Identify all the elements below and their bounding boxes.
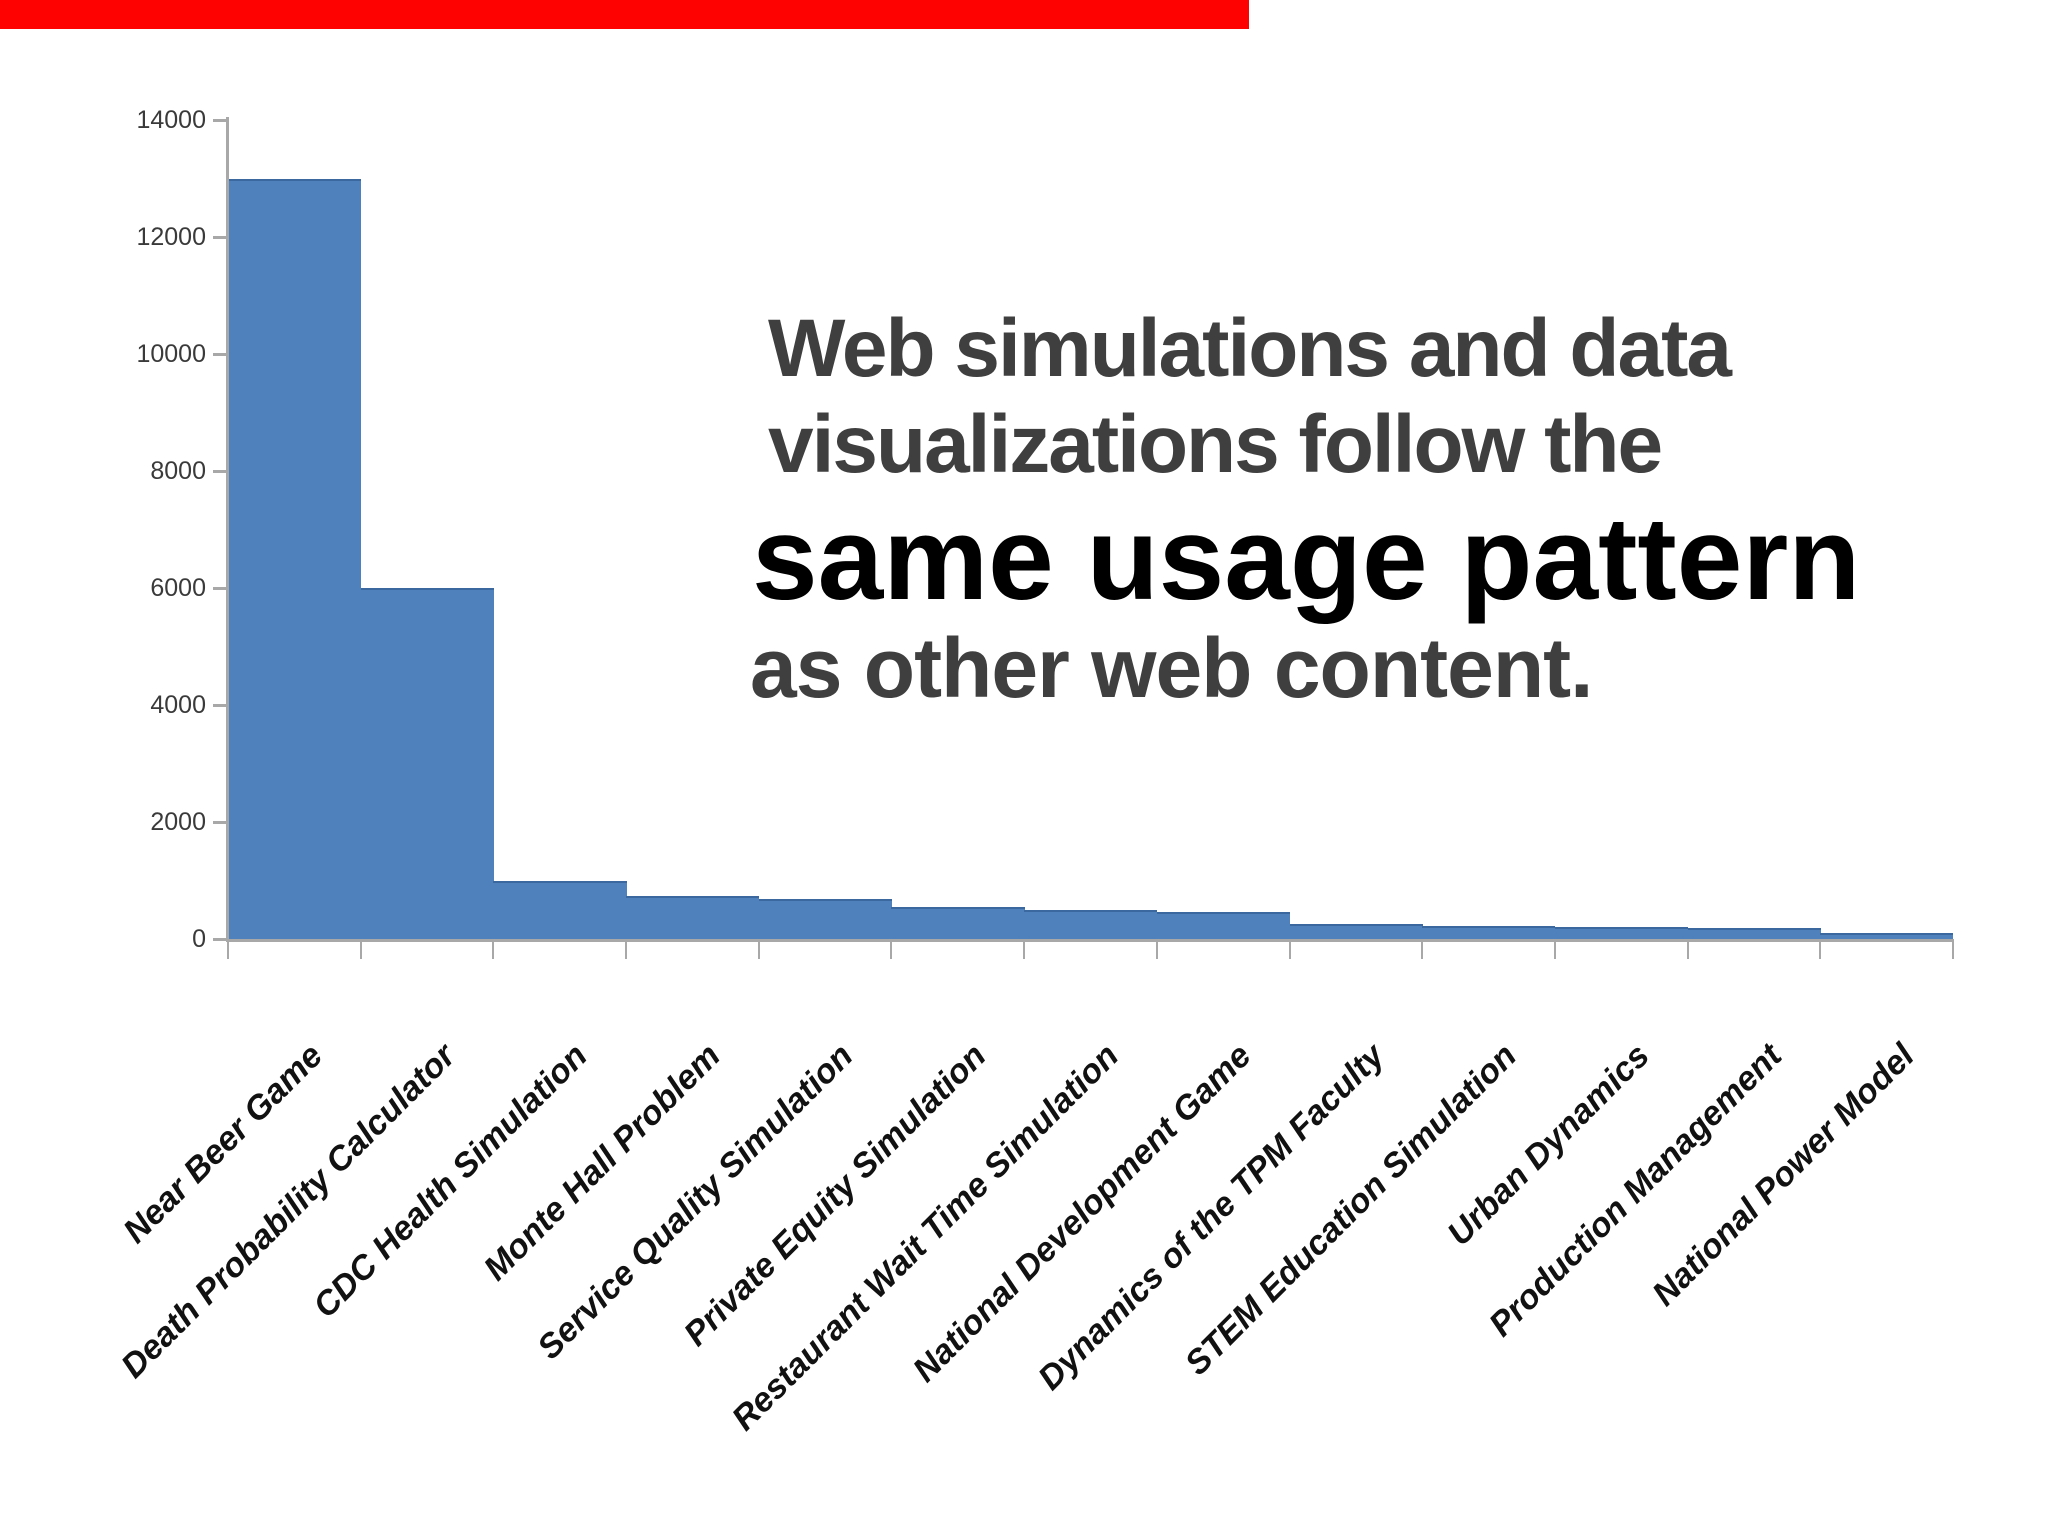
x-tick-mark (1686, 942, 1689, 959)
category-label: Monte Hall Problem (476, 1036, 728, 1288)
x-tick-mark (359, 942, 362, 959)
y-axis-line (226, 117, 229, 942)
bar-6 (891, 906, 1025, 939)
y-tick-mark (213, 236, 227, 239)
x-axis-line (226, 939, 1954, 942)
y-tick-mark (213, 119, 227, 122)
bar-12 (1687, 928, 1821, 939)
bar-1 (228, 178, 362, 939)
y-tick-label: 8000 (150, 457, 206, 485)
headline-line-2: visualizations follow the (768, 399, 1663, 490)
bar-5 (758, 899, 892, 939)
x-tick-mark (1819, 942, 1822, 959)
bar-9 (1289, 923, 1423, 939)
x-tick-mark (1553, 942, 1556, 959)
headline-emphasis: same usage pattern (752, 493, 1861, 625)
video-progress-bar[interactable] (0, 0, 1250, 29)
x-tick-mark (1155, 942, 1158, 959)
bar-10 (1422, 925, 1556, 939)
bar-7 (1024, 909, 1158, 939)
bar-2 (360, 588, 494, 939)
y-tick-label: 14000 (136, 106, 206, 134)
headline-line-1: Web simulations and data (768, 303, 1732, 394)
x-tick-mark (757, 942, 760, 959)
y-tick-label: 12000 (136, 223, 206, 251)
y-tick-label: 4000 (150, 691, 206, 719)
x-tick-mark (625, 942, 628, 959)
x-tick-mark (890, 942, 893, 959)
y-tick-label: 0 (192, 925, 206, 953)
bar-11 (1554, 927, 1689, 939)
category-label: National Power Model (1645, 1036, 1923, 1314)
x-tick-mark (1023, 942, 1026, 959)
y-tick-mark (213, 470, 227, 473)
x-tick-mark (1288, 942, 1291, 959)
headline-line-4: as other web content. (750, 621, 1593, 715)
y-tick-mark (213, 587, 227, 590)
y-tick-mark (213, 353, 227, 356)
bar-4 (626, 896, 760, 939)
y-tick-label: 10000 (136, 340, 206, 368)
y-tick-mark (213, 821, 227, 824)
y-tick-mark (213, 938, 227, 941)
x-tick-mark (227, 942, 229, 959)
bar-3 (493, 880, 627, 939)
bar-13 (1820, 932, 1954, 939)
x-tick-mark (1421, 942, 1424, 959)
y-tick-label: 6000 (150, 574, 206, 602)
x-tick-mark (492, 942, 495, 959)
x-tick-mark (1952, 942, 1954, 959)
y-tick-mark (213, 704, 227, 707)
bar-8 (1156, 911, 1291, 939)
y-tick-label: 2000 (150, 808, 206, 836)
category-label: CDC Health Simulation (306, 1036, 596, 1326)
